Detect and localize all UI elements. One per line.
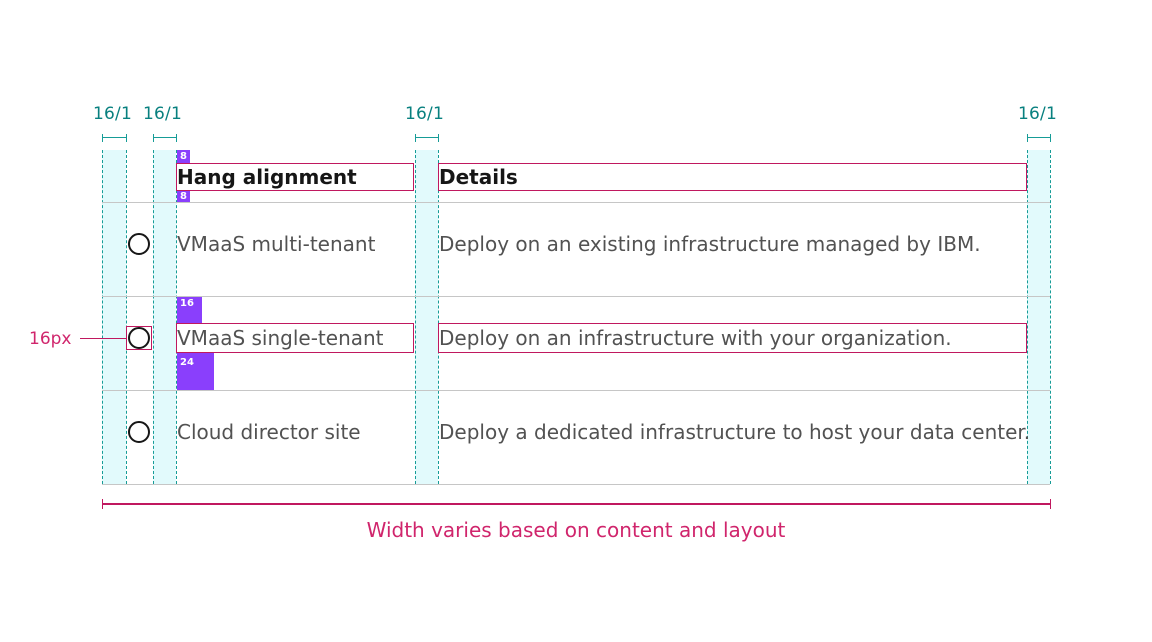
gutter-spec-bracket-2 [153, 134, 177, 142]
spacing-tag-row-top: 16 [177, 297, 202, 323]
spacing-tag-header-top: 8 [177, 150, 190, 163]
radio-button-row-3[interactable] [128, 421, 150, 443]
row-divider [102, 202, 1050, 203]
row-2-details-redline [438, 323, 1027, 353]
gutter-edge [438, 150, 439, 484]
gutter-spec-bracket-4 [1027, 134, 1051, 142]
header-col1-label: Hang alignment [177, 165, 357, 189]
gutter-edge [126, 150, 127, 484]
row-2-title-redline [176, 323, 414, 353]
row-2-title: VMaaS single-tenant [177, 326, 384, 350]
row-3-details: Deploy a dedicated infrastructure to hos… [439, 420, 1031, 444]
gutter-spec-bracket-3 [415, 134, 439, 142]
gutter-edge [176, 150, 177, 484]
gutter-fill-2 [153, 150, 176, 484]
row-divider [102, 390, 1050, 391]
header-col2-redline [438, 163, 1027, 191]
radio-button-row-2[interactable] [128, 327, 150, 349]
gutter-spec-bracket-1 [102, 134, 127, 142]
header-col2-label: Details [439, 165, 518, 189]
row-3-title: Cloud director site [177, 420, 361, 444]
radio-size-label: 16px [29, 329, 72, 349]
spacing-tag-header-bottom: 8 [177, 191, 190, 202]
gutter-edge [153, 150, 154, 484]
spacing-tag-row-bottom: 24 [177, 353, 214, 390]
gutter-spec-label-3: 16/1 [405, 104, 444, 124]
radio-button-row-1[interactable] [128, 233, 150, 255]
header-col1-redline [176, 163, 414, 191]
gutter-edge [1027, 150, 1028, 484]
row-1-title: VMaaS multi-tenant [177, 232, 376, 256]
radio-size-leader-line [80, 338, 126, 339]
gutter-spec-label-4: 16/1 [1018, 104, 1057, 124]
row-2-details: Deploy on an infrastructure with your or… [439, 326, 952, 350]
gutter-edge [102, 150, 103, 484]
gutter-spec-label-1: 16/1 [93, 104, 132, 124]
radio-size-redline [126, 326, 152, 350]
width-note: Width varies based on content and layout [366, 518, 786, 542]
gutter-fill-4 [1027, 150, 1050, 484]
gutter-spec-label-2: 16/1 [143, 104, 182, 124]
row-1-details: Deploy on an existing infrastructure man… [439, 232, 981, 256]
gutter-fill-1 [102, 150, 126, 484]
gutter-edge [1050, 150, 1051, 484]
gutter-fill-3 [415, 150, 438, 484]
row-divider [102, 296, 1050, 297]
row-divider [102, 484, 1050, 485]
gutter-edge [415, 150, 416, 484]
width-measure-line [102, 499, 1051, 509]
